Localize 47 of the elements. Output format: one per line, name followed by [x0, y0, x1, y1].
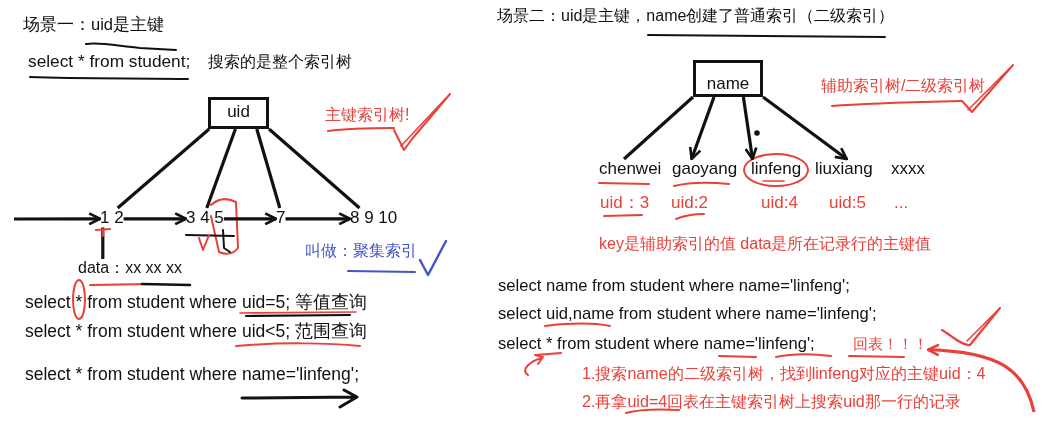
sql-statement: select * from student where uid<5; 范围查询	[25, 323, 367, 341]
arrow	[741, 96, 758, 161]
index-key: liuxiang	[815, 159, 873, 179]
tree-line	[267, 127, 361, 210]
index-key: chenwei	[599, 159, 662, 179]
annotation-text: 主键索引树!	[325, 106, 410, 125]
leaf-keys: 7	[276, 208, 286, 228]
annotation-text: 1.搜索name的二级索引树，找到linfeng对应的主键uid：4	[582, 364, 986, 383]
leaf-keys: 3 4 5	[186, 208, 224, 228]
scene-heading: 场景二：uid是主键，name创建了普通索引（二级索引）	[497, 7, 895, 26]
root-box: uid	[208, 97, 269, 129]
annotation-text: 2.再拿uid=4回表在主键索引树上搜索uid那一行的记录	[582, 392, 961, 411]
annotation-text: 叫做：聚集索引	[305, 242, 417, 261]
sql-statement: select * from student;	[28, 52, 191, 72]
note-text: 搜索的是整个索引树	[208, 53, 352, 72]
root-box: name	[693, 60, 763, 97]
annotation-text: key是辅助索引的值 data是所在记录行的主键值	[599, 235, 932, 254]
arrow	[223, 212, 278, 226]
arrow	[762, 95, 848, 161]
leaf-keys: 8 9 10	[350, 208, 398, 228]
uid-value: uid：3	[600, 193, 650, 213]
index-key: linfeng	[751, 159, 802, 179]
uid-value: uid:2	[671, 193, 708, 213]
sql-statement: select name from student where name='linfeng';	[498, 276, 850, 296]
tree-line	[622, 95, 695, 161]
annotation-text: 回表！！！	[853, 335, 928, 353]
index-key: gaoyang	[672, 159, 738, 179]
sql-statement: select * from student where name='linfeng';	[498, 334, 815, 354]
tree-line	[116, 127, 211, 210]
tree-line	[255, 128, 282, 209]
uid-value: ...	[894, 193, 909, 213]
tree-line	[205, 128, 237, 209]
arrow	[926, 343, 1036, 413]
row-data: data：xx xx xx	[78, 259, 183, 278]
sql-statement: select uid,name from student where name='linfeng';	[498, 304, 877, 324]
arrow	[123, 212, 188, 226]
index-key: xxxx	[891, 159, 925, 179]
sql-statement: select * from student where uid=5; 等值查询	[25, 294, 367, 312]
sql-statement: select * from student where name='linfeng';	[25, 366, 359, 384]
arrow	[285, 212, 352, 226]
uid-value: uid:4	[761, 193, 798, 213]
arrow	[688, 96, 716, 161]
arrow	[14, 212, 102, 226]
leaf-keys: 1 2	[100, 208, 124, 228]
uid-value: uid:5	[829, 193, 866, 213]
annotation-text: 辅助索引树/二级索引树	[821, 77, 986, 96]
scene-heading: 场景一：uid是主键	[23, 15, 165, 34]
